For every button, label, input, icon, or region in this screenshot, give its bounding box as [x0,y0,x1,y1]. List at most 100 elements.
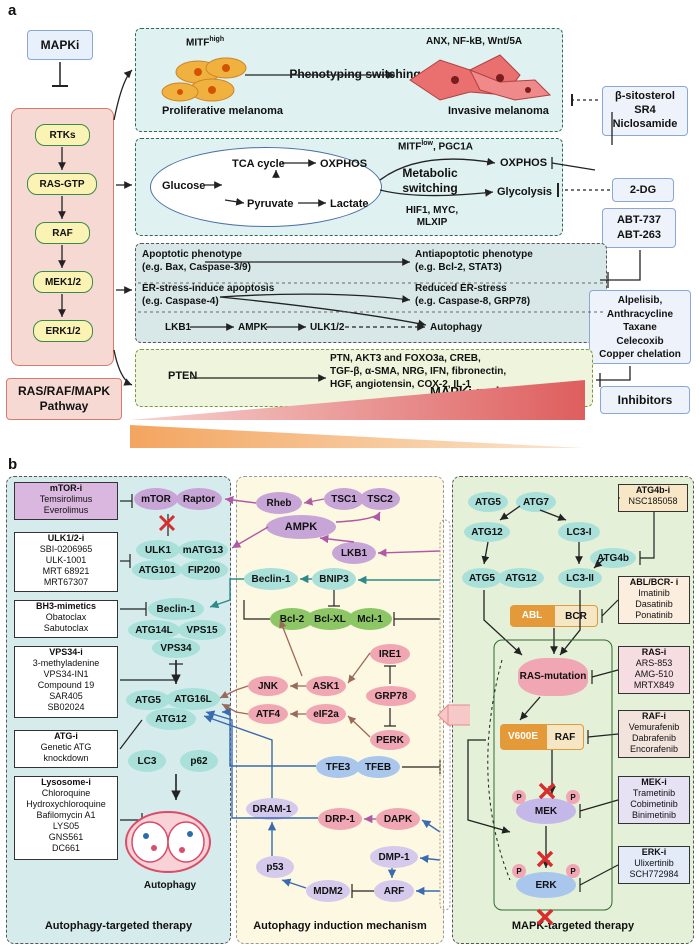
mitf-high-label: MITFhigh [186,36,225,49]
atf4-node: ATF4 [248,704,288,724]
mdm2-node: MDM2 [306,880,350,902]
dmp1-node: DMP-1 [370,846,418,868]
perk-node: PERK [370,730,410,750]
rheb-node: Rheb [256,492,302,514]
atg5-node: ATG5 [126,690,170,710]
anthracycline-label: Anthracycline [606,308,674,320]
oxphos-label: OXPHOS [500,157,548,169]
tca-label: TCA cycle [232,158,285,170]
ampk-node: AMPK [266,515,336,539]
abl-node: ABL [510,605,554,627]
glucose-label: Glucose [162,180,206,192]
mek-phospho-right: P [566,790,580,804]
ampk-label: AMPK [238,322,268,333]
lc3-node: LC3 [128,750,166,772]
metabolism-ellipse [150,147,382,227]
grp78-node: GRP78 [366,686,416,706]
sensitive-label: MAPKi-sensitive [150,430,252,445]
bnip3-node: BNIP3 [312,568,356,590]
beta-sitosterol-label: β-sitosterol [615,90,675,102]
atg12-top-node: ATG12 [464,522,510,542]
ras-mutation-node: RAS-mutation [518,658,588,696]
mapki-label: MAPKi [40,38,80,52]
autophagy-b-label: Autophagy [143,880,197,891]
er-stress-label: ER-stress-induce apoptosis(e.g. Caspase-… [142,283,275,307]
inhibitors-label: Inhibitors [617,393,673,407]
beclin1-b-node: Beclin-1 [244,568,298,590]
ire1-node: IRE1 [370,644,410,664]
sr4-label: SR4 [634,104,656,116]
erk-phospho-left: P [512,864,526,878]
lc3ii-node: LC3-II [558,568,602,588]
apoptotic-phenotype-label: Apoptotic phenotype(e.g. Bax, Caspase-3/… [142,249,251,273]
alpelisib-label: Alpelisib, [617,295,663,306]
reduced-er-label: Reduced ER-stress(e.g. Caspase-8, GRP78) [415,283,531,307]
erk12-node: ERK1/2 [33,320,93,342]
mapk-therapy-title: MAPK-targeted therapy [511,920,635,932]
phenotype-inhibitors-box: β-sitosterol SR4 Niclosamide [602,86,688,136]
abt263-label: ABT-263 [616,229,662,241]
proliferative-label: Proliferative melanoma [162,105,284,117]
arf-node: ARF [374,880,414,902]
p62-node: p62 [180,750,218,772]
atg4b-inhibitor-box: ATG4b-i NSC185058 [618,484,688,512]
p53-node: p53 [256,856,294,878]
lkb1-node: LKB1 [332,542,376,564]
copper-chelation-label: Copper chelation [599,349,681,360]
lkb1-label: LKB1 [165,322,192,333]
autophagy-a-label: Autophagy [430,322,483,333]
oxphos-inner-label: OXPHOS [320,158,368,170]
tfe3-node: TFE3 [316,756,360,778]
atg4b-node: ATG4b [590,548,636,568]
fip200-node: FIP200 [180,560,228,580]
atg12-bottom-node: ATG12 [498,568,544,588]
mtor-node: mTOR [134,488,178,510]
mek12-node: MEK1/2 [33,271,93,293]
mek-phospho-left: P [512,790,526,804]
atg5-top-node: ATG5 [468,492,508,512]
lactate-label: Lactate [330,198,369,210]
beclin1-node: Beclin-1 [148,598,204,620]
drp1-node: DRP-1 [318,808,362,830]
ras-gtp-node: RAS-GTP [27,173,97,195]
atg7-node: ATG7 [516,492,556,512]
inhibitors-label-box: Inhibitors [600,386,690,414]
eif2a-node: eIF2a [306,704,346,724]
pathway-title-box: RAS/RAF/MAPK Pathway [6,378,122,420]
atg5-bottom-node: ATG5 [462,568,502,588]
rtks-node: RTKs [35,124,90,146]
ask1-node: ASK1 [306,676,346,696]
lc3i-node: LC3-I [558,522,600,542]
markers-label: ANX, NF-kB, Wnt/5A [426,36,523,47]
pathway-title-line2: Pathway [39,399,89,413]
matg13-node: mATG13 [178,540,228,560]
atg12-node: ATG12 [146,708,196,730]
hif-label: HIF1, MYC,MLXIP [405,205,459,228]
bclxl-node: Bcl-XL [306,608,354,630]
tsc1-node: TSC1 [324,488,364,510]
glycolysis-label: Glycolysis [497,186,553,198]
raf-b-node: RAF [546,724,584,750]
ulk1-node: ULK1 [136,540,180,560]
atg16l-node: ATG16L [166,688,220,710]
dapk-node: DAPK [376,808,420,830]
alpelisib-box: Alpelisib, Anthracycline Taxane Celecoxi… [589,290,691,364]
induction-title: Autophagy induction mechanism [253,920,427,932]
atg101-node: ATG101 [132,560,182,580]
abt-box: ABT-737 ABT-263 [602,208,676,248]
pten-label: PTEN [168,370,198,382]
taxane-label: Taxane [623,322,657,333]
panel-b-label: b [8,456,18,473]
raptor-node: Raptor [176,488,222,510]
abt737-label: ABT-737 [616,214,662,226]
jnk-node: JNK [248,676,288,696]
resistance-label: MAPKi-resistance [430,384,541,399]
